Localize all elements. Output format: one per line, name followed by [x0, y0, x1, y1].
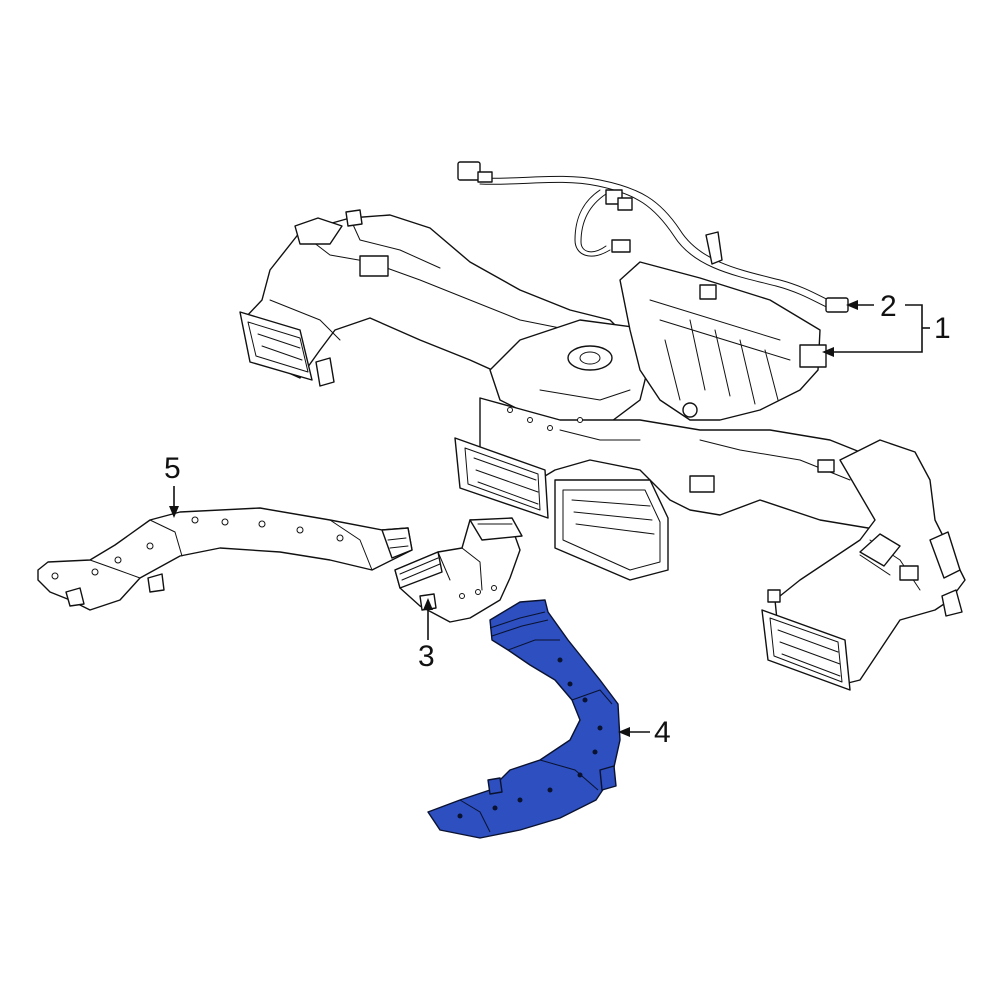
callout-3: 3: [418, 598, 435, 673]
callout-label-5: 5: [164, 452, 181, 485]
part-3-connector-duct[interactable]: [394, 517, 523, 623]
part-5-left-floor-duct[interactable]: [37, 507, 413, 611]
part-1-main-duct[interactable]: [239, 209, 966, 691]
callout-label-2: 2: [880, 290, 897, 323]
callout-5: 5: [164, 452, 181, 518]
callout-label-4: 4: [654, 716, 671, 749]
part-4-right-floor-duct[interactable]: [427, 599, 621, 839]
callout-2: 2: [846, 290, 897, 323]
callout-label-3: 3: [418, 640, 435, 673]
callout-1: 1: [822, 304, 951, 357]
callout-label-1: 1: [934, 312, 951, 345]
part-2-wiring-harness[interactable]: [457, 161, 849, 313]
callout-4: 4: [618, 716, 671, 749]
